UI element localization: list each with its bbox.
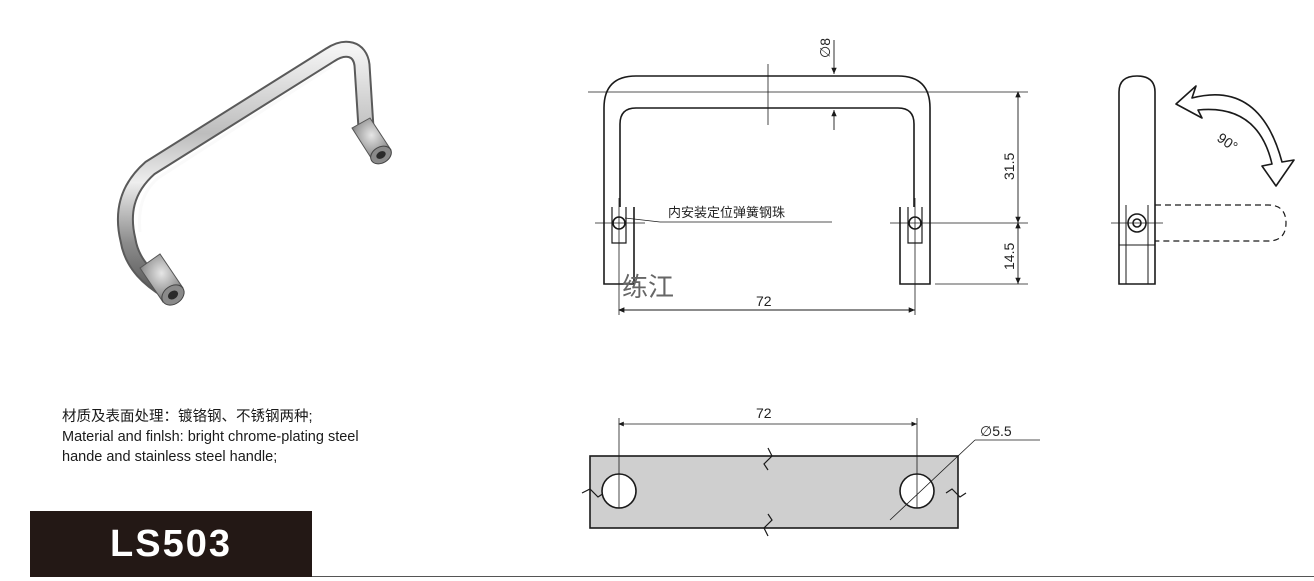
material-english-line2: hande and stainless steel handle; — [62, 449, 278, 465]
mounting-plate-drawing — [581, 418, 1040, 537]
inner-note-label: 内安装定位弹簧钢珠 — [668, 205, 785, 221]
front-view-drawing — [588, 40, 1028, 315]
hole-diameter-label: ∅5.5 — [980, 423, 1012, 439]
rotation-arrow — [1175, 85, 1295, 187]
rotation-angle-label: 90° — [1214, 129, 1241, 154]
hole-spacing-label: 72 — [756, 405, 772, 421]
material-description: 材质及表面处理：镀铬钢、不锈钢两种; Material and finlsh: … — [62, 407, 462, 467]
model-label-box: LS503 — [30, 511, 312, 577]
height-lower-label: 14.5 — [1001, 243, 1017, 270]
handle-photo — [116, 40, 392, 306]
wire-diameter-label: ∅8 — [817, 38, 833, 58]
left-sleeve — [139, 253, 185, 306]
right-sleeve — [351, 117, 392, 165]
height-upper-label: 31.5 — [1001, 153, 1017, 180]
material-english-line1: Material and finlsh: bright chrome-plati… — [62, 429, 359, 445]
watermark-text: 练江 — [622, 273, 674, 303]
side-view-drawing — [1111, 75, 1287, 285]
bottom-divider — [312, 576, 1314, 577]
width-label: 72 — [756, 293, 772, 309]
model-label: LS503 — [110, 523, 232, 565]
material-chinese: 材质及表面处理：镀铬钢、不锈钢两种; — [62, 409, 313, 425]
